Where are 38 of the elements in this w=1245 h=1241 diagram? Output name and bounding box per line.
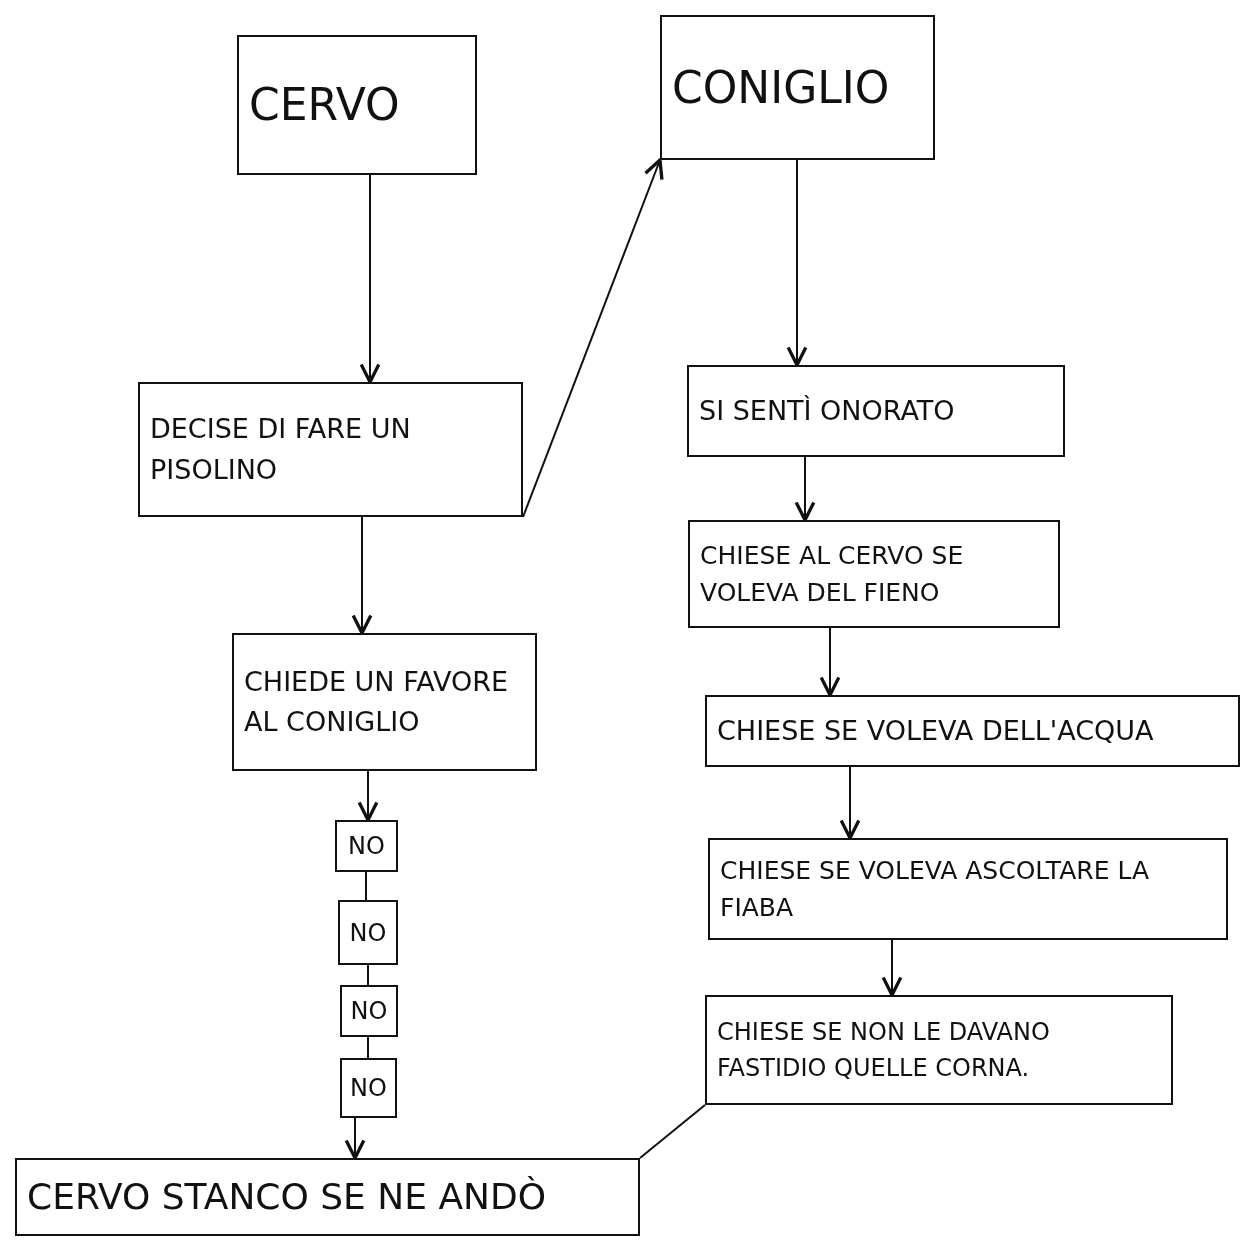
arrow	[786, 159, 808, 367]
box-text: CERVO	[249, 78, 400, 132]
arrow	[794, 456, 816, 522]
box-text: CHIESE SE VOLEVA DELL'ACQUA	[717, 713, 1154, 748]
process-box	[15, 1158, 640, 1236]
box-text: CHIESE AL CERVO SE VOLEVA DEL FIENO	[700, 539, 965, 609]
box-text: CHIESE SE NON LE DAVANO FASTIDIO QUELLE CORNA.	[717, 1017, 1051, 1084]
arrow	[351, 516, 373, 635]
box-text: NO	[350, 996, 388, 1027]
box-text: CONIGLIO	[672, 60, 890, 115]
box-text: NO	[349, 917, 387, 949]
process-box	[335, 820, 398, 872]
box-text: NO	[348, 831, 385, 862]
box-text: DECISE DI FARE UN PISOLINO	[150, 412, 412, 487]
arrow	[344, 1117, 366, 1160]
process-box	[708, 838, 1228, 940]
process-box	[338, 900, 398, 965]
arrow	[357, 770, 379, 822]
box-text: SI SENTÌ ONORATO	[699, 393, 955, 428]
process-box	[138, 382, 523, 517]
process-box	[232, 633, 537, 771]
process-box	[237, 35, 477, 175]
box-text: NO	[350, 1073, 387, 1104]
process-box	[705, 695, 1240, 767]
arrow	[359, 174, 381, 384]
process-box	[687, 365, 1065, 457]
box-text: CHIEDE UN FAVORE AL CONIGLIO	[244, 664, 509, 739]
arrow	[819, 627, 841, 697]
arrow	[839, 766, 861, 840]
process-box	[688, 520, 1060, 628]
arrow	[522, 158, 664, 518]
box-text: CERVO STANCO SE NE ANDÒ	[27, 1175, 546, 1219]
process-box	[340, 1058, 397, 1118]
arrow	[881, 939, 903, 997]
process-box	[705, 995, 1173, 1105]
box-text: CHIESE SE VOLEVA ASCOLTARE LA FIABA	[720, 854, 1150, 924]
process-box	[340, 985, 398, 1037]
process-box	[660, 15, 935, 160]
